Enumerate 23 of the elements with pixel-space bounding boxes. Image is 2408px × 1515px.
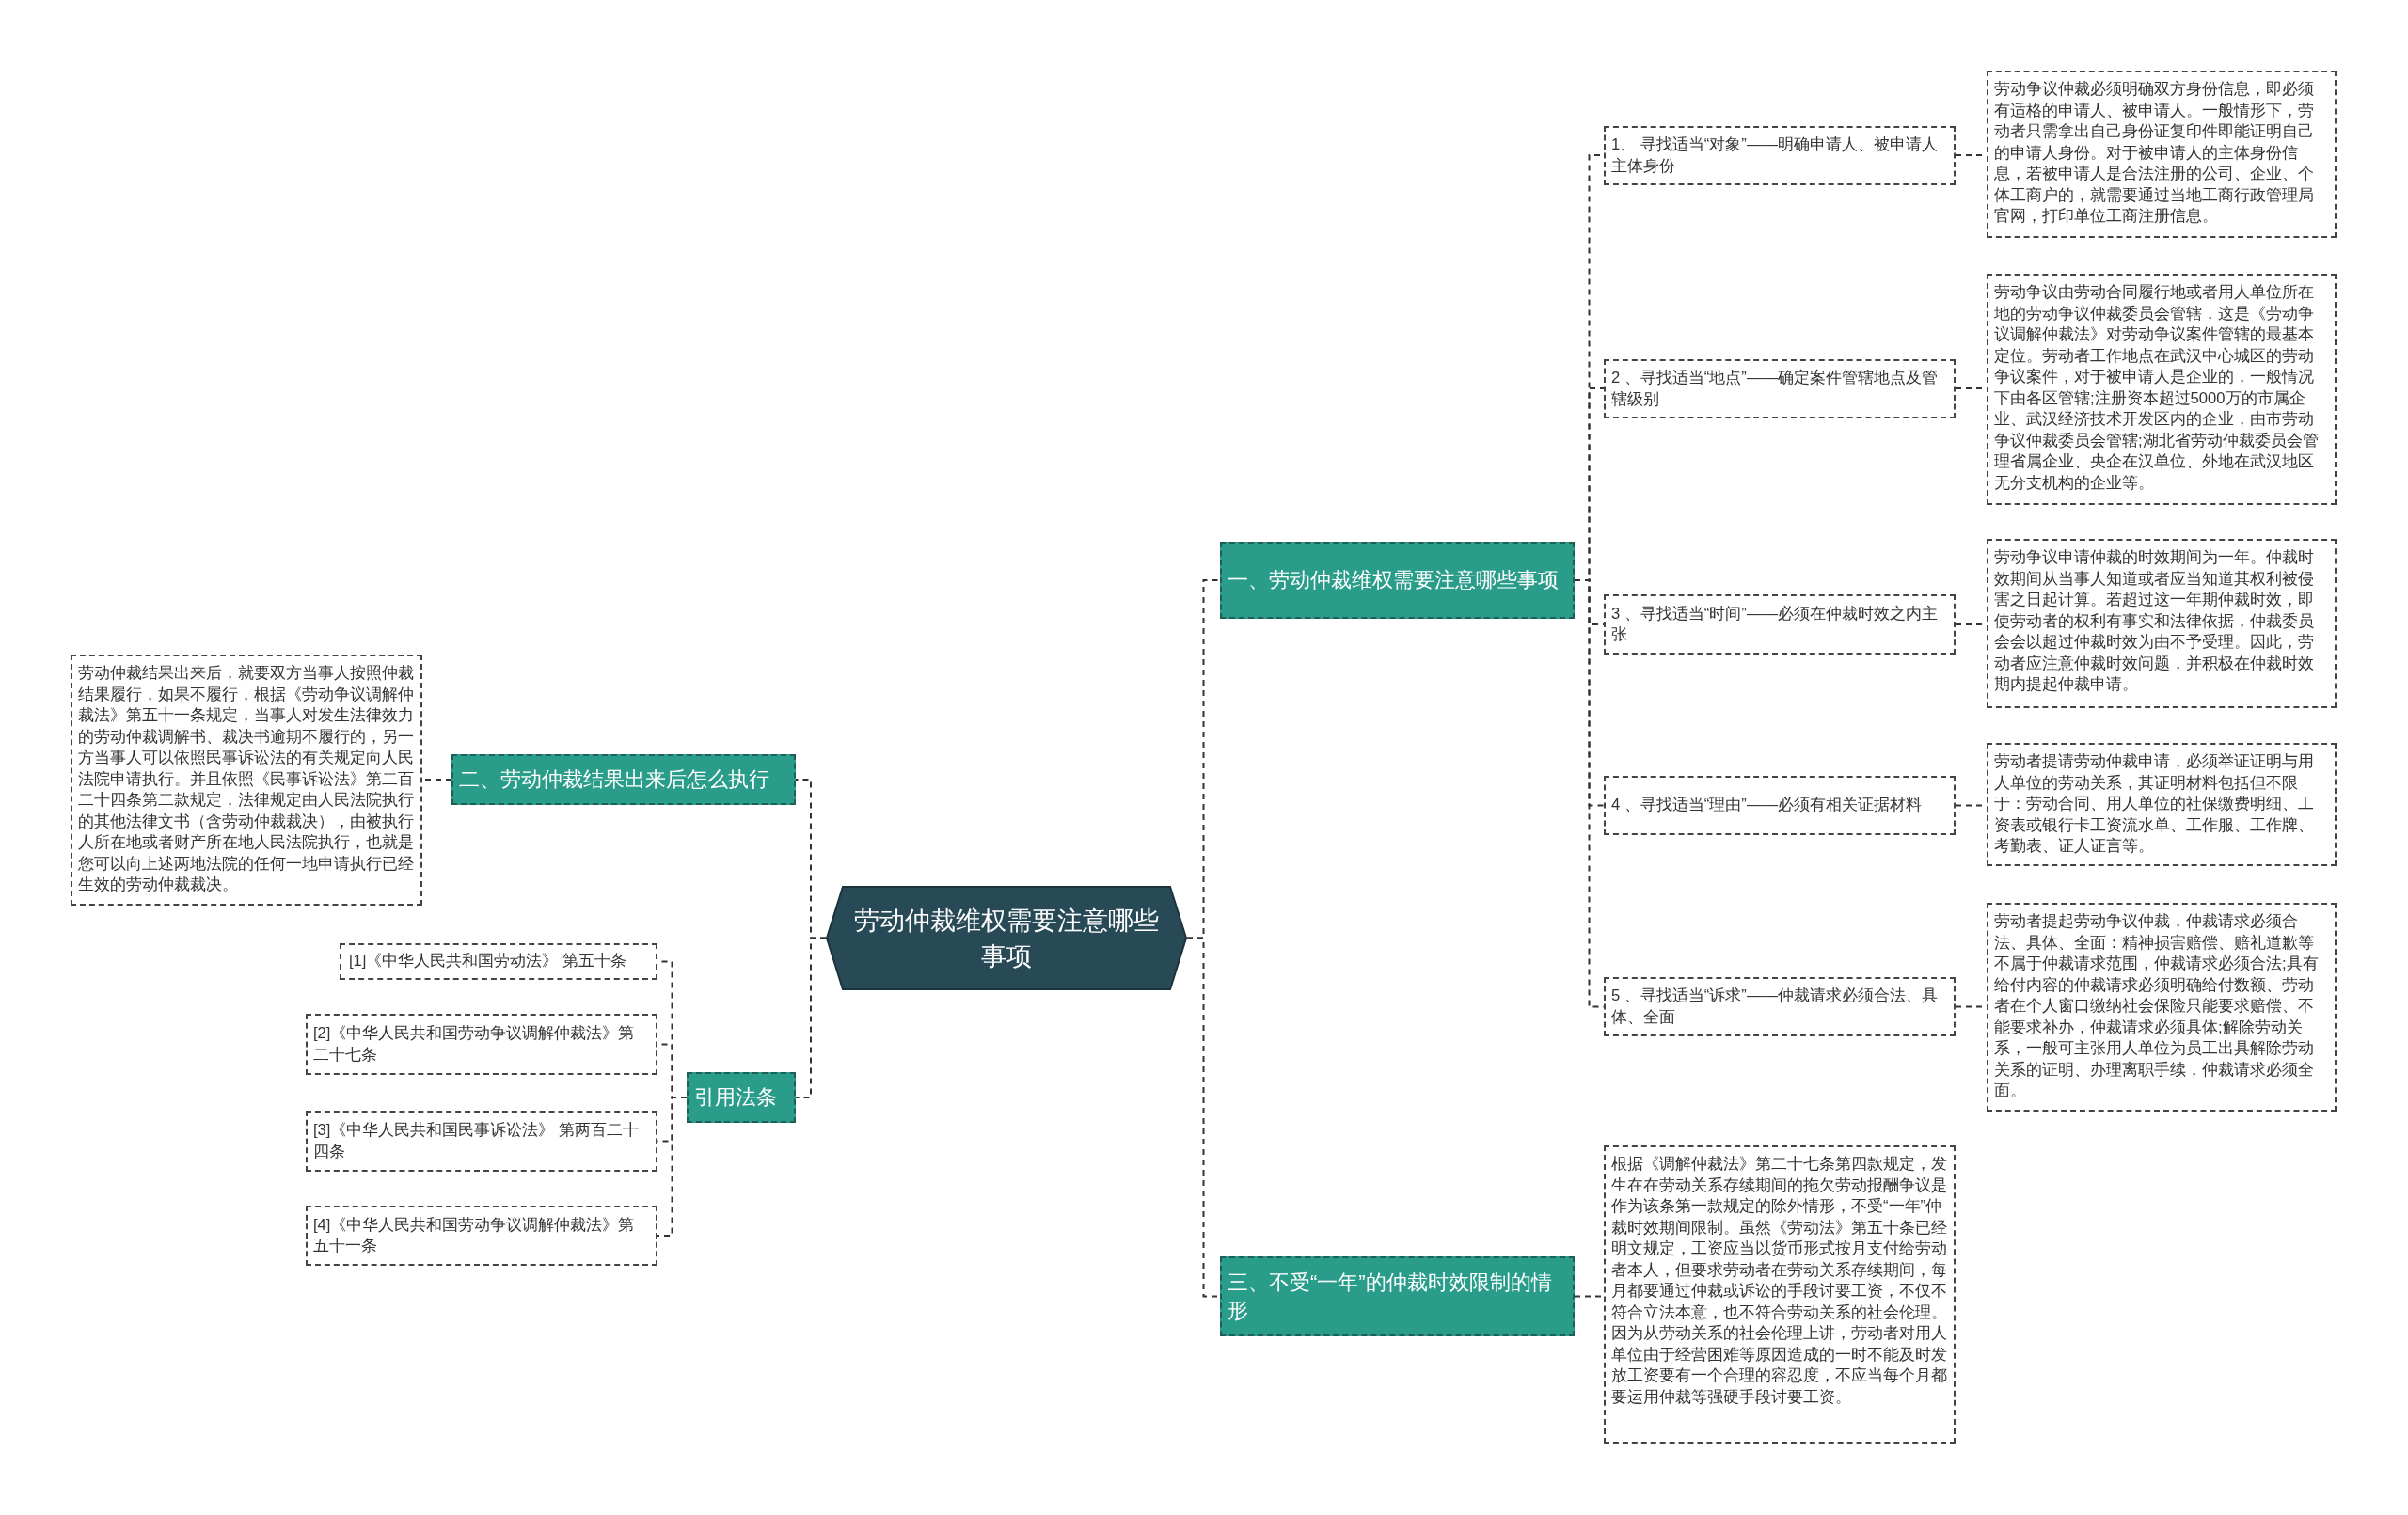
text-box: 劳动争议由劳动合同履行地或者用人单位所在地的劳动争议仲裁委员会管辖，这是《劳动争议调解仲裁法》对劳动争议案件管辖的最基本定位。劳动者工作地点在武汉中心城区的劳动争议案件，对于被申请人是企业的，一般情况下由各区管辖;注册资本超过5000万的市属企业、武汉经济技术开发区内的企业，由市劳动争议仲裁委员会管辖;湖北省劳动仲裁委员会管理省属企业、央企在汉单位、外地在武汉地区无分支机构的企业等。	[1987, 274, 2337, 505]
subtopic-box: 4 、寻找适当“理由”——必须有相关证据材料	[1604, 776, 1956, 835]
connector	[657, 1097, 688, 1237]
central-topic: 劳动仲裁维权需要注意哪些事项	[826, 886, 1187, 990]
text-box: 劳动者提请劳动仲裁申请，必须举证证明与用人单位的劳动关系，其证明材料包括但不限于：劳动合同、用人单位的社保缴费明细、工资表或银行卡工资流水单、工作服、工作牌、考勤表、证人证言等。	[1987, 743, 2337, 866]
connector	[795, 937, 827, 1098]
text-box: 劳动者提起劳动争议仲裁，仲裁请求必须合法、具体、全面：精神损害赔偿、赔礼道歉等不属于仲裁请求范围，仲裁请求必须合法;具有给付内容的仲裁请求必须明确给付数额、劳动者在个人窗口缴纳社会保险只能要求赔偿、不能要求补办，仲裁请求必须具体;解除劳动关系，一般可主张用人单位为员工出具解除劳动关系的证明、办理离职手续，仲裁请求必须全面。	[1987, 903, 2337, 1112]
topic-box: 三、不受“一年”的仲裁时效限制的情形	[1220, 1256, 1575, 1336]
subtopic-box: 2 、寻找适当“地点”——确定案件管辖地点及管辖级别	[1604, 359, 1956, 418]
text-box: 劳动争议仲裁必须明确双方身份信息，即必须有适格的申请人、被申请人。一般情形下，劳动者只需拿出自己身份证复印件即能证明自己的申请人身份。对于被申请人的主体身份信息，若被申请人是合法注册的公司、企业、个体工商户的，就需要通过当地工商行政管理局官网，打印单位工商注册信息。	[1987, 71, 2337, 238]
subtopic-box: [1]《中华人民共和国劳动法》 第五十条	[340, 943, 657, 980]
topic-box: 一、劳动仲裁维权需要注意哪些事项	[1220, 542, 1575, 619]
topic-box: 二、劳动仲裁结果出来后怎么执行	[452, 754, 796, 805]
text-box: 劳动争议申请仲裁的时效期间为一年。仲裁时效期间从当事人知道或者应当知道其权利被侵害之日起计算。若超过这一年期仲裁时效，即使劳动者的权利有事实和法律依据，仲裁委员会会以超过仲裁时效为由不予受理。因此，劳动者应注意仲裁时效问题，并积极在仲裁时效期内提起仲裁申请。	[1987, 539, 2337, 708]
text-box: 根据《调解仲裁法》第二十七条第四款规定，发生在在劳动关系存续期间的拖欠劳动报酬争议是作为该条第一款规定的除外情形，不受“一年”仲裁时效期间限制。虽然《劳动法》第五十条已经明文规定，工资应当以货币形式按月支付给劳动者本人，但要求劳动者在劳动关系存续期间，每月都要通过仲裁或诉讼的手段讨要工资，不仅不符合立法本意，也不符合劳动关系的社会伦理。因为从劳动关系的社会伦理上讲，劳动者对用人单位由于经营困难等原因造成的一时不能及时发放工资要有一个合理的容忍度，不应当每个月都要运用仲裁等强硬手段讨要工资。	[1604, 1145, 1956, 1444]
text-box: 劳动仲裁结果出来后，就要双方当事人按照仲裁结果履行，如果不履行，根据《劳动争议调解仲裁法》第五十一条规定，当事人对发生法律效力的劳动仲裁调解书、裁决书逾期不履行的，另一方当事人可以依照民事诉讼法的有关规定向人民法院申请执行。并且依照《民事诉讼法》第二百二十四条第二款规定，法律规定由人民法院执行的其他法律文书（含劳动仲裁裁决），由被执行人所在地或者财产所在地人民法院执行，也就是您可以向上述两地法院的任何一地申请执行已经生效的劳动仲裁裁决。	[71, 655, 422, 906]
subtopic-box: [4]《中华人民共和国劳动争议调解仲裁法》第五十一条	[306, 1206, 657, 1266]
subtopic-box: 3 、寻找适当“时间”——必须在仲裁时效之内主张	[1604, 594, 1956, 655]
topic-box: 引用法条	[687, 1072, 796, 1123]
subtopic-box: 5 、寻找适当“诉求”——仲裁请求必须合法、具体、全面	[1604, 977, 1956, 1036]
subtopic-box: [2]《中华人民共和国劳动争议调解仲裁法》第二十七条	[306, 1014, 657, 1075]
subtopic-box: 1、 寻找适当“对象”——明确申请人、被申请人主体身份	[1604, 126, 1956, 185]
subtopic-box: [3]《中华人民共和国民事诉讼法》 第两百二十四条	[306, 1111, 657, 1172]
